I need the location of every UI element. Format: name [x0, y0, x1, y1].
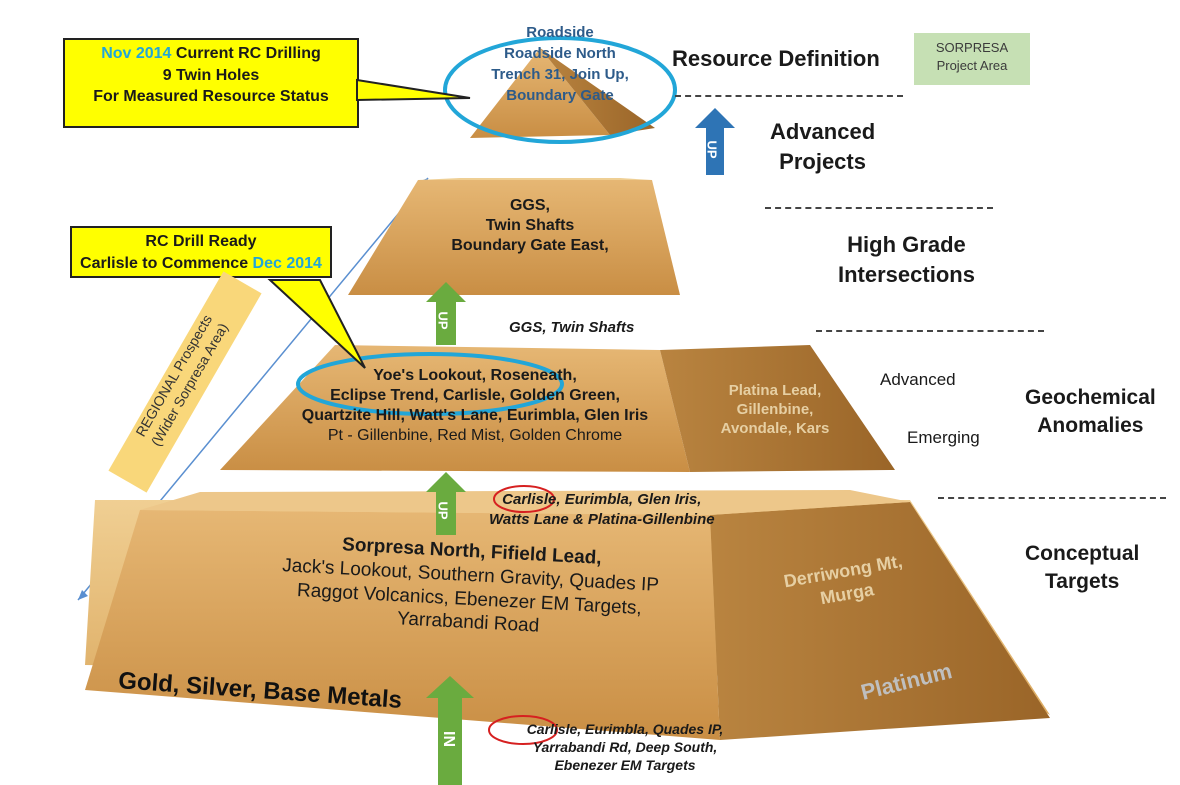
pyramid-third-tier — [220, 345, 895, 472]
pyramid-second-tier — [348, 178, 680, 295]
separator-1 — [675, 95, 903, 97]
third-tier-side-text: Platina Lead, Gillenbine, Avondale, Kars — [720, 382, 830, 437]
stage-advanced-projects: Advanced Projects — [770, 119, 876, 174]
callout-nov-2014: Nov 2014 Current RC Drilling 9 Twin Hole… — [63, 38, 359, 128]
stage-high-grade: High Grade Intersections — [838, 232, 975, 287]
stage-conceptual: Conceptual Targets — [1025, 542, 1140, 594]
up-arrow-lower — [426, 472, 466, 535]
separator-2 — [765, 207, 993, 209]
project-area-box: SORPRESA Project Area — [914, 33, 1030, 85]
carlisle-circle-lower — [488, 715, 558, 745]
up-arrow-upper — [426, 282, 466, 345]
up-arrow-upper-label: UP — [435, 311, 451, 330]
advance-up-arrow-label: UP — [704, 140, 720, 159]
up-arrow-lower-label: UP — [435, 501, 451, 520]
in-arrow-label: IN — [440, 731, 457, 747]
transition-to-second: GGS, Twin Shafts — [509, 319, 635, 336]
third-tier-front-text: Yoe's Lookout, Roseneath, Eclipse Trend,… — [301, 367, 649, 444]
callout-top-pointer — [356, 78, 471, 102]
stage-resource-definition: Resource Definition — [672, 46, 880, 71]
pyramid-base-tier — [85, 490, 1050, 740]
callout-dec-2014: RC Drill Ready Carlisle to Commence Dec … — [70, 226, 332, 278]
separator-3 — [816, 330, 1044, 332]
in-arrow — [426, 676, 474, 785]
geochem-advanced-label: Advanced — [880, 370, 956, 389]
transition-into-base: Carlisle, Eurimbla, Quades IP, Yarraband… — [526, 721, 724, 774]
pyramid-top-tier — [470, 48, 655, 138]
transition-to-third: Carlisle, Eurimbla, Glen Iris, Watts Lan… — [489, 491, 715, 528]
top-tier-text: Roadside Roadside North Trench 31, Join … — [491, 24, 629, 104]
carlisle-circle-upper — [493, 485, 555, 513]
advance-up-arrow — [695, 108, 735, 175]
stage-geochemical: Geochemical Anomalies — [1025, 386, 1156, 438]
highlight-ring-top — [443, 36, 677, 144]
highlight-ring-third — [296, 352, 564, 416]
geochem-emerging-label: Emerging — [907, 428, 980, 447]
separator-4 — [938, 497, 1166, 499]
callout-mid-pointer — [267, 279, 366, 369]
second-tier-text: GGS, Twin Shafts Boundary Gate East, — [451, 197, 609, 254]
